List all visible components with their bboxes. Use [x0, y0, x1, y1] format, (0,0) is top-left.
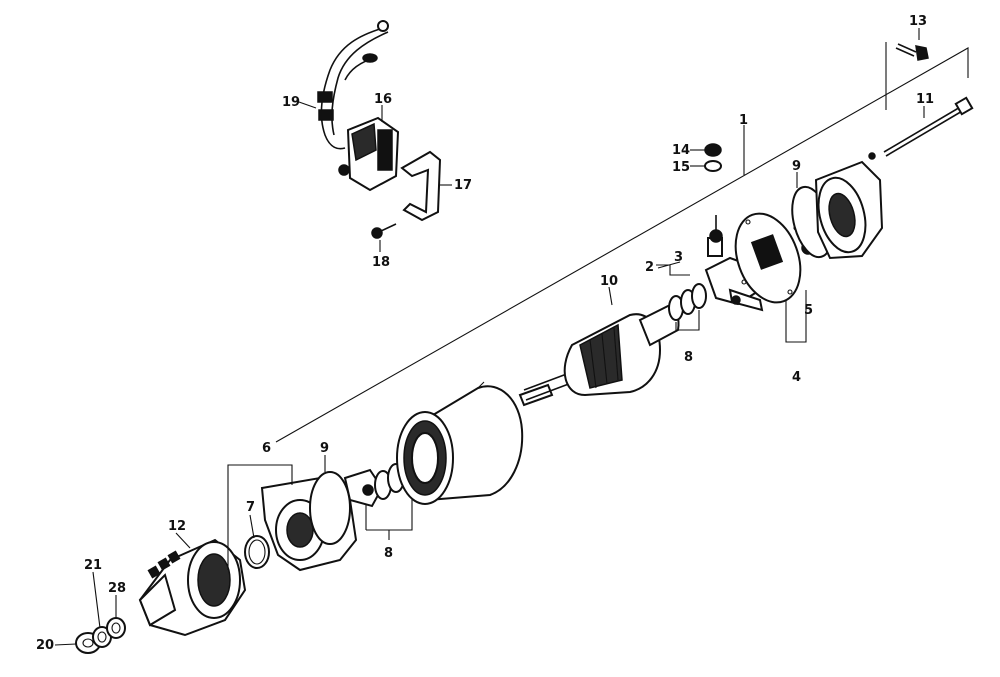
- solenoid-bracket: [400, 150, 442, 222]
- callout-13: 13: [909, 14, 927, 29]
- assembly-bracket-line: [275, 42, 969, 443]
- armature: [518, 304, 691, 407]
- callout-11: 11: [916, 92, 934, 107]
- thrust-plate-front: [343, 468, 384, 508]
- solenoid-wire-harness: [317, 20, 389, 150]
- callout-18: 18: [372, 255, 390, 270]
- callout-8-rear: 8: [684, 350, 693, 365]
- callout-20: 20: [36, 638, 54, 653]
- washer-15: [704, 160, 722, 172]
- nut-14: [704, 143, 722, 157]
- mounting-bolt: [895, 43, 929, 61]
- callout-8-front: 8: [384, 546, 393, 561]
- callout-16: 16: [374, 92, 392, 107]
- callout-21: 21: [84, 558, 102, 573]
- callout-2: 2: [645, 260, 654, 275]
- washers-8-rear: [668, 283, 707, 331]
- callout-12: 12: [168, 519, 186, 534]
- callout-4: 4: [792, 370, 801, 385]
- callout-19: 19: [282, 95, 300, 110]
- through-bolt: [883, 96, 974, 157]
- rear-end-cover: [814, 152, 884, 260]
- callout-10: 10: [600, 274, 618, 289]
- callout-1: 1: [739, 113, 748, 128]
- callout-14: 14: [672, 143, 690, 158]
- callout-7: 7: [246, 500, 255, 515]
- brush-plate: [734, 212, 815, 304]
- yoke-housing: [396, 381, 524, 505]
- o-ring-9-front: [309, 471, 351, 545]
- callout-17: 17: [454, 178, 472, 193]
- callout-9-rear: 9: [792, 159, 801, 174]
- leader-lines: [54, 28, 925, 646]
- bracket-lines-brush: [656, 264, 807, 343]
- callout-6: 6: [262, 441, 271, 456]
- callout-labels: 1 2 3 4 5 6 7 8 8 9 9 10 11 12 13 14 15 …: [36, 14, 934, 653]
- callout-28: 28: [108, 581, 126, 596]
- washer-28: [106, 617, 126, 639]
- callout-5: 5: [804, 303, 813, 318]
- o-ring-7: [244, 535, 270, 569]
- pinion-gear-assembly: [138, 538, 247, 637]
- solenoid-bolt: [371, 223, 397, 239]
- callout-3: 3: [674, 250, 683, 265]
- callout-9-front: 9: [320, 441, 329, 456]
- solenoid-switch: [338, 116, 400, 192]
- callout-15: 15: [672, 160, 690, 175]
